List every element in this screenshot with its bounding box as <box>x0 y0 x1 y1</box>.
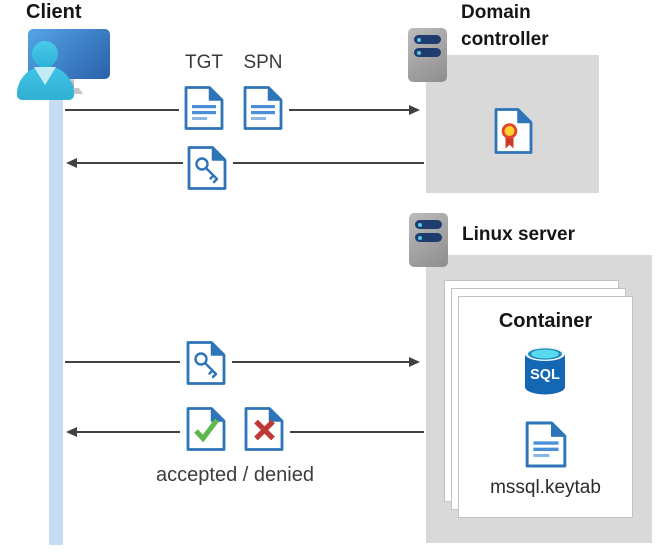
arrow-client-to-dc <box>289 109 409 111</box>
server-bar <box>415 233 442 242</box>
keytab-label: mssql.keytab <box>490 477 601 498</box>
key-document-icon <box>186 341 226 385</box>
sql-badge-text: SQL <box>530 367 560 383</box>
x-document-icon <box>244 407 284 451</box>
arrow-dc-to-client <box>77 162 183 164</box>
linux-server-label: Linux server <box>462 224 575 245</box>
tgt-label: TGT <box>185 52 223 73</box>
certificate-icon <box>494 108 533 154</box>
server-led <box>416 50 421 55</box>
server-led <box>417 235 422 240</box>
accepted-denied-label: accepted / denied <box>156 464 314 486</box>
spn-document-icon <box>243 86 283 130</box>
check-document-icon <box>186 407 226 451</box>
server-bar <box>414 35 441 44</box>
arrow-server-to-client <box>290 431 424 433</box>
person-head-icon <box>32 41 58 67</box>
arrow-server-to-client <box>77 431 180 433</box>
container-card <box>458 296 633 518</box>
person-collar-icon <box>34 67 56 85</box>
arrow-client-to-server <box>232 361 409 363</box>
client-label: Client <box>26 1 82 23</box>
arrow-client-to-server <box>65 361 180 363</box>
arrowhead-left-icon <box>66 427 77 437</box>
arrowhead-right-icon <box>409 105 420 115</box>
server-bar <box>415 220 442 229</box>
domain-controller-label: Domain controller <box>461 2 549 50</box>
keytab-document-icon <box>525 421 567 468</box>
server-led <box>417 222 422 227</box>
server-led <box>416 37 421 42</box>
sql-database-icon: SQL <box>525 347 565 395</box>
server-bar <box>414 48 441 57</box>
tgt-document-icon <box>184 86 224 130</box>
arrowhead-left-icon <box>66 158 77 168</box>
client-lifeline <box>49 82 63 545</box>
arrow-dc-to-client <box>233 162 424 164</box>
key-document-icon <box>187 146 227 190</box>
arrow-client-to-dc <box>65 109 179 111</box>
container-label: Container <box>498 310 593 332</box>
client-user-computer-icon <box>16 28 112 100</box>
arrowhead-right-icon <box>409 357 420 367</box>
linux-server-icon <box>409 213 448 267</box>
spn-label: SPN <box>243 52 283 73</box>
domain-controller-server-icon <box>408 28 447 82</box>
